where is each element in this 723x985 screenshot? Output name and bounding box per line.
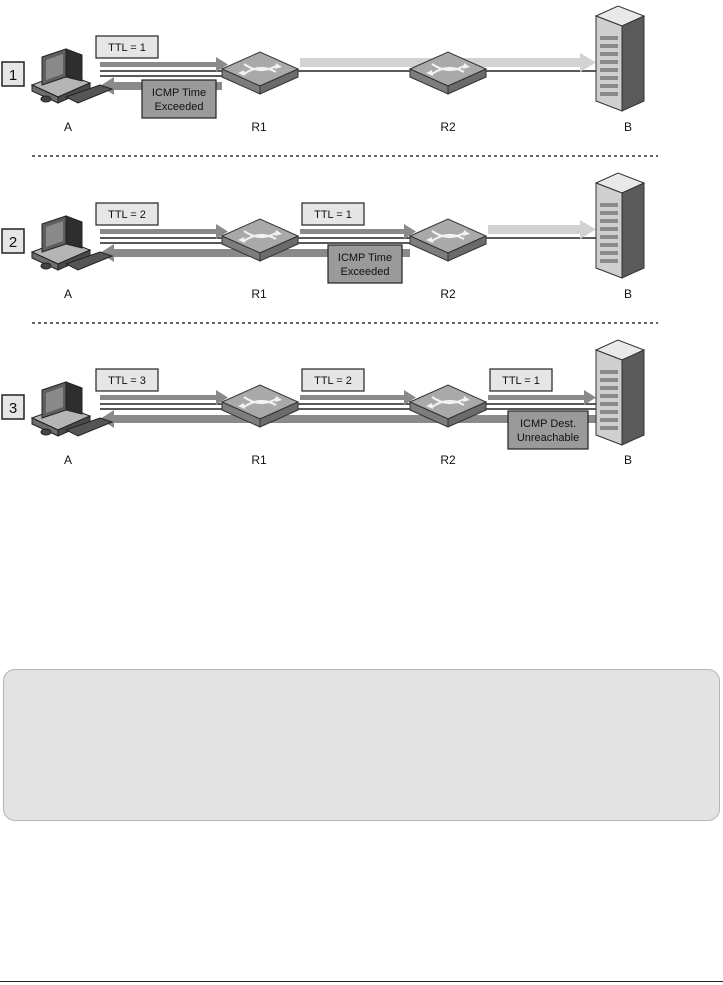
reply-arrow-b-a	[114, 415, 598, 423]
node-label-r2: R2	[440, 120, 456, 134]
forward-packet-arrows	[100, 220, 596, 239]
node-label-r1: R1	[251, 287, 267, 301]
network-links	[100, 237, 600, 244]
icmp-label-line-2: Unreachable	[517, 432, 579, 444]
forward-packet-arrows	[100, 390, 596, 405]
forward-arrow-r2-b	[488, 395, 584, 400]
network-links	[100, 70, 600, 77]
icmp-label-line-1: ICMP Dest.	[520, 418, 576, 430]
ttl-label-text: TTL = 1	[314, 209, 352, 221]
icmp-reply-label: ICMP Time Exceeded	[327, 244, 403, 284]
ttl-label-text: TTL = 3	[108, 375, 146, 387]
forward-arrow-r1-r2	[300, 395, 404, 400]
step-3-number-box	[1, 394, 25, 420]
ttl-label-text: TTL = 1	[502, 375, 540, 387]
step-2-panel: 2 TTL = 2 TTL = 1	[1, 172, 645, 301]
ttl-packet-label: TTL = 2	[95, 202, 159, 226]
node-label-a: A	[64, 453, 72, 467]
ttl-packet-label: TTL = 1	[301, 202, 365, 226]
node-label-r2: R2	[440, 287, 456, 301]
network-links	[100, 403, 600, 410]
router-r1-icon	[221, 51, 299, 95]
server-b-icon	[595, 339, 645, 446]
node-label-a: A	[64, 287, 72, 301]
step-2-number-box	[1, 228, 25, 254]
reply-arrows	[100, 410, 598, 428]
forward-arrow-r2-b	[488, 225, 580, 234]
ttl-packet-label: TTL = 1	[95, 35, 159, 59]
ttl-packet-label: TTL = 2	[301, 368, 365, 392]
icmp-reply-label: ICMP Time Exceeded	[141, 79, 217, 119]
node-label-r1: R1	[251, 453, 267, 467]
router-r2-icon	[409, 218, 487, 262]
server-b-icon	[595, 172, 645, 279]
step-1-panel: 1 TTL = 1 ICMP Time Exceeded A	[1, 5, 645, 134]
node-label-r2: R2	[440, 453, 456, 467]
ttl-label-text: TTL = 2	[108, 209, 146, 221]
node-label-b: B	[624, 120, 632, 134]
icmp-label-line-1: ICMP Time	[152, 87, 206, 99]
step-1-number-box	[1, 61, 25, 87]
forward-arrow-a-r1	[100, 62, 216, 67]
node-label-r1: R1	[251, 120, 267, 134]
ttl-label-text: TTL = 1	[108, 42, 146, 54]
forward-arrow-a-r1	[100, 395, 216, 400]
step-2-number: 2	[9, 234, 17, 251]
ttl-packet-label: TTL = 3	[95, 368, 159, 392]
ttl-packet-label: TTL = 1	[489, 368, 553, 392]
step-1-number: 1	[9, 67, 17, 84]
ttl-label-text: TTL = 2	[314, 375, 352, 387]
server-b-icon	[595, 5, 645, 112]
icmp-label-line-2: Exceeded	[341, 266, 390, 278]
icmp-label-line-2: Exceeded	[155, 101, 204, 113]
page-footer-rule	[0, 981, 723, 982]
forward-packet-arrows	[100, 53, 596, 72]
node-label-a: A	[64, 120, 72, 134]
note-box	[3, 669, 720, 821]
node-label-b: B	[624, 287, 632, 301]
step-3-number: 3	[9, 400, 17, 417]
icmp-reply-label: ICMP Dest. Unreachable	[507, 410, 589, 450]
icmp-label-line-1: ICMP Time	[338, 252, 392, 264]
forward-arrow-r1-r2	[300, 229, 404, 234]
node-label-b: B	[624, 453, 632, 467]
forward-arrow-a-r1	[100, 229, 216, 234]
step-3-panel: 3 TTL = 3 TTL = 2	[1, 339, 645, 467]
